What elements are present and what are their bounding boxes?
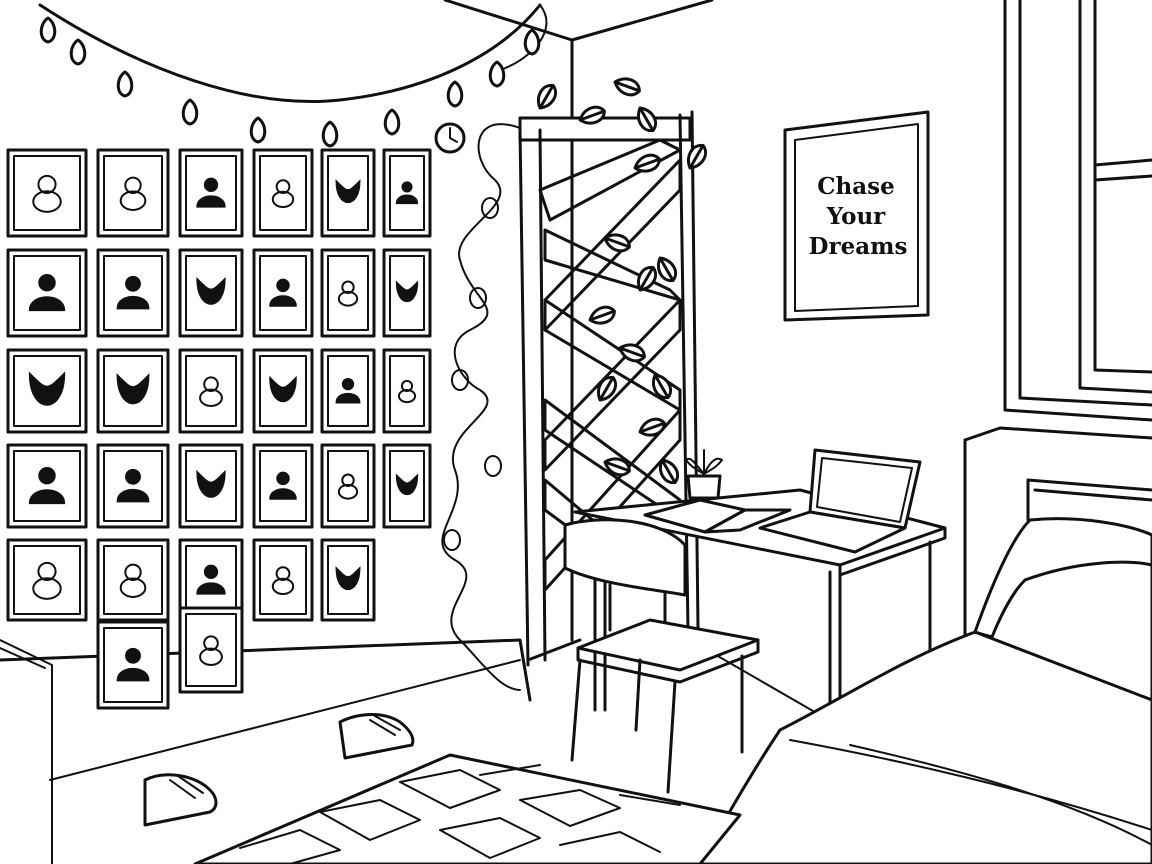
mattress	[698, 630, 1152, 864]
light-bulb-icon	[39, 16, 57, 44]
left-baseboard	[0, 638, 532, 702]
dresser-corner	[0, 639, 53, 864]
leaf-icon	[618, 343, 646, 363]
wall-clock	[434, 122, 466, 154]
poster-line-2: Your	[826, 203, 886, 230]
photo-frame	[252, 348, 314, 434]
desk-chair	[563, 518, 760, 794]
light-bulb-icon	[116, 70, 134, 98]
light-bulb-icon	[446, 80, 464, 108]
photo-frame	[320, 248, 376, 338]
photo-frame	[252, 148, 314, 238]
leaf-icon	[613, 77, 641, 97]
leaf-icon	[633, 153, 661, 173]
photo-frame	[382, 248, 432, 338]
photo-frame	[178, 443, 244, 529]
photo-frame	[96, 348, 170, 434]
trellis-vine	[537, 77, 708, 485]
leaf-icon	[637, 106, 658, 133]
bed	[698, 426, 1152, 864]
potted-plant	[686, 474, 722, 500]
light-bulb-icon	[249, 116, 267, 144]
leaf-icon	[578, 105, 606, 125]
poster-frame	[783, 110, 930, 322]
photo-frame	[178, 348, 244, 434]
floor-edge-left	[49, 659, 521, 781]
desk	[573, 448, 947, 712]
photo-frame	[96, 538, 170, 622]
leaf-icon	[687, 143, 708, 170]
photo-frame	[178, 248, 244, 338]
photo-frame	[382, 348, 432, 434]
leaf-icon	[603, 457, 631, 477]
string-lights-wire	[38, 3, 542, 104]
leaf-icon	[537, 83, 558, 110]
leaf-icon	[652, 373, 673, 400]
photo-gallery-wall	[6, 148, 432, 710]
photo-frame	[96, 443, 170, 529]
headboard	[963, 426, 1152, 442]
leaf-icon	[597, 375, 618, 402]
light-bulb-icon	[69, 38, 87, 66]
light-bulb-icon	[383, 108, 401, 136]
photo-frame	[320, 443, 376, 529]
leaf-icon	[637, 265, 658, 292]
leaf-icon	[659, 458, 680, 485]
floor-rug	[193, 753, 742, 864]
motivational-poster: Chase Your Dreams	[783, 110, 930, 322]
photo-frame	[96, 148, 170, 238]
photo-frame	[6, 348, 88, 434]
photo-frame	[252, 248, 314, 338]
lamp-cord	[441, 123, 521, 691]
chair-backrest	[563, 518, 687, 597]
photo-frame	[320, 538, 376, 622]
light-bulb-icon	[321, 120, 339, 148]
photo-frame	[96, 620, 170, 710]
light-bulb-icon	[488, 60, 506, 88]
laptop-keyboard	[758, 510, 907, 554]
sneakers	[143, 713, 415, 827]
photo-frame	[6, 443, 88, 529]
poster-line-1: Chase	[817, 173, 895, 200]
leaf-icon	[603, 233, 631, 253]
photo-frame	[6, 248, 88, 338]
photo-frame	[382, 443, 432, 529]
leaf-icon	[588, 305, 616, 325]
light-bulb-icon	[523, 28, 541, 56]
photo-frame	[382, 148, 432, 238]
photo-frame	[252, 538, 314, 622]
sneaker-left	[143, 773, 218, 827]
light-bulb-icon	[181, 98, 199, 126]
leaf-icon	[638, 417, 666, 437]
sneaker-right	[338, 713, 415, 760]
photo-frame	[178, 148, 244, 238]
photo-frame	[6, 148, 88, 238]
poster-line-3: Dreams	[809, 233, 908, 260]
photo-frame	[252, 443, 314, 529]
leaf-icon	[657, 256, 678, 283]
photo-frame	[178, 606, 244, 694]
photo-frame	[6, 538, 88, 622]
string-lights	[38, 3, 548, 148]
photo-frame	[320, 348, 376, 434]
photo-frame	[320, 148, 376, 238]
photo-frame	[96, 248, 170, 338]
ceiling-line	[570, 0, 714, 42]
window	[1003, 0, 1152, 422]
